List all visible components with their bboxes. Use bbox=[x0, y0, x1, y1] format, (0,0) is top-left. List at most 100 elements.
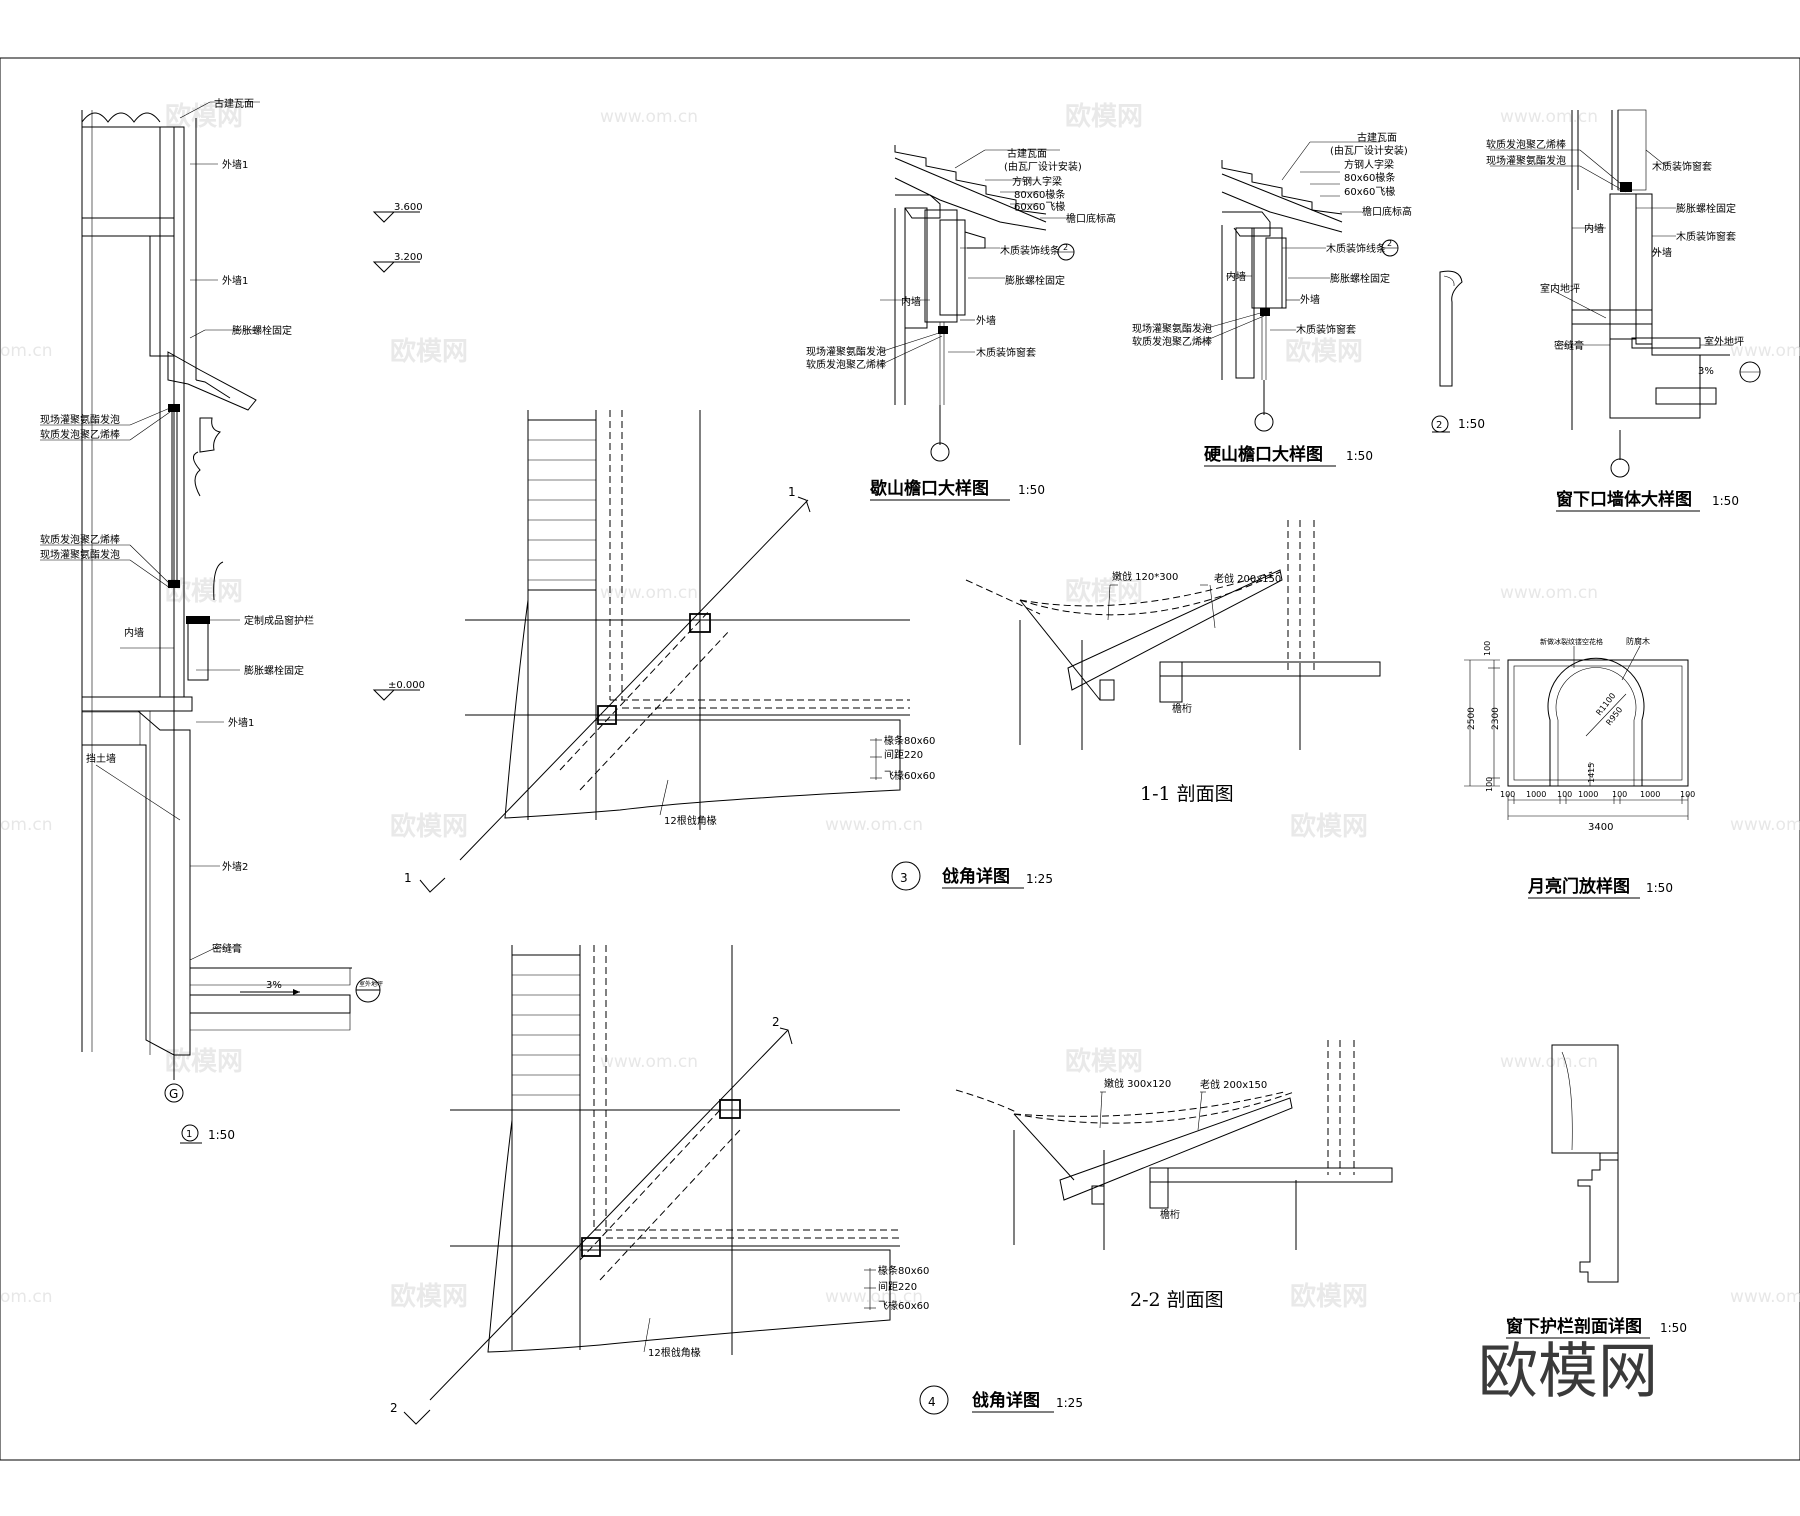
watermark-layer: 欧模网 www.om.cn 欧模网 www.om.cn om.cn 欧模网 欧模… bbox=[0, 101, 1800, 1312]
xieshan-label-foam: 现场灌聚氨酯发泡 bbox=[806, 345, 886, 358]
xieshan-eave-detail: 2 古建瓦面 (由瓦厂设计安装) 方钢人字梁 80x60椽条 60x60飞椽 檐… bbox=[806, 145, 1116, 501]
moon-hdim-2: 100 bbox=[1557, 790, 1572, 799]
corner3-label-flying: 飞椽60x60 bbox=[884, 769, 935, 782]
profile-detail-2: 2 1:50 bbox=[1431, 270, 1485, 433]
moon-label-lattice: 新做冰裂纹镂空花格 bbox=[1540, 637, 1603, 646]
xieshan-label-casing: 木质装饰窗套 bbox=[976, 346, 1036, 359]
corner4-label-count: 12根戗角椽 bbox=[648, 1346, 701, 1359]
wall-label-rod2: 软质发泡聚乙烯棒 bbox=[40, 533, 120, 546]
xieshan-label-beam: 方钢人字梁 bbox=[1012, 175, 1062, 188]
watermark-url: www.om.cn bbox=[1500, 107, 1598, 127]
yingshan-scale: 1:50 bbox=[1346, 449, 1373, 463]
wall-label-guard: 定制成品窗护栏 bbox=[244, 614, 314, 627]
watermark-text: 欧模网 bbox=[1285, 336, 1363, 367]
profile2-scale: 1:50 bbox=[1458, 417, 1485, 431]
corner-detail-4: 2 2 椽条80x60 间距220 飞椽60x60 12根戗角椽 4 戗角详图 … bbox=[390, 945, 1083, 1425]
corner4-title: 戗角详图 bbox=[972, 1390, 1040, 1411]
watermark-url: om.cn bbox=[0, 1287, 53, 1307]
moon-vdim-bottom: 100 bbox=[1485, 777, 1494, 792]
wall-label-tile: 古建瓦面 bbox=[214, 97, 254, 110]
corner4-label-rafter: 椽条80x60 bbox=[878, 1264, 929, 1277]
window-label-rod: 软质发泡聚乙烯棒 bbox=[1486, 138, 1566, 151]
wall-label-bolt: 膨胀螺栓固定 bbox=[232, 324, 292, 337]
watermark-text: 欧模网 bbox=[1065, 576, 1143, 607]
sec11-label-nenqiang: 嫩戗 120*300 bbox=[1112, 570, 1178, 583]
axis-bubble bbox=[164, 1083, 184, 1103]
wall-label-slope: 3% bbox=[266, 980, 282, 991]
wall-label-exterior1c: 外墙1 bbox=[228, 716, 254, 729]
moon-hdim-1: 1000 bbox=[1526, 790, 1546, 799]
corner-detail-3: 1 1 椽条80x60 间距220 飞椽60x60 12根戗角椽 3 戗角详图 … bbox=[404, 410, 1053, 893]
watermark-url: www.om.cn bbox=[1730, 815, 1800, 835]
yingshan-label-foam: 现场灌聚氨酯发泡 bbox=[1132, 322, 1212, 335]
corner3-title: 戗角详图 bbox=[942, 866, 1010, 887]
moon-title: 月亮门放样图 bbox=[1527, 876, 1630, 897]
sec22-title: 2-2 剖面图 bbox=[1130, 1289, 1224, 1311]
watermark-url: www.om.cn bbox=[1730, 1287, 1800, 1307]
watermark-text: 欧模网 bbox=[390, 811, 468, 842]
watermark-text: 欧模网 bbox=[390, 1281, 468, 1312]
yingshan-label-rafter: 80x60椽条 bbox=[1344, 171, 1395, 184]
xieshan-label-exterior: 外墙 bbox=[976, 314, 996, 327]
xieshan-label-tile-note: (由瓦厂设计安装) bbox=[1004, 160, 1082, 173]
yingshan-title: 硬山檐口大样图 bbox=[1204, 444, 1323, 465]
xieshan-label-flying: 60x60飞椽 bbox=[1014, 200, 1065, 213]
xieshan-label-rafter: 80x60椽条 bbox=[1014, 188, 1065, 201]
yingshan-eave-detail: 2 古建瓦面 (由瓦厂设计安装) 方钢人字梁 80x60椽条 60x60飞椽 檐… bbox=[1132, 131, 1412, 467]
yingshan-label-beam: 方钢人字梁 bbox=[1344, 158, 1394, 171]
moon-scale: 1:50 bbox=[1646, 881, 1673, 895]
yingshan-label-interior: 内墙 bbox=[1226, 270, 1246, 283]
moon-hdim-5: 1000 bbox=[1640, 790, 1660, 799]
guard-scale: 1:50 bbox=[1660, 1321, 1687, 1335]
wall-label-foam2: 现场灌聚氨酯发泡 bbox=[40, 548, 120, 561]
window-scale: 1:50 bbox=[1712, 494, 1739, 508]
watermark-url: www.om.cn bbox=[600, 583, 698, 603]
watermark-text: 欧模网 bbox=[1290, 1281, 1368, 1312]
wall-section-detail: G 古建瓦面 外墙1 外墙1 膨胀螺栓固定 现场灌聚氨酯发泡 软质发泡聚乙烯棒 … bbox=[40, 97, 425, 1144]
corner4-number: 4 bbox=[928, 1395, 936, 1409]
window-label-exterior: 外墙 bbox=[1652, 246, 1672, 259]
window-label-slope: 3% bbox=[1698, 366, 1714, 377]
window-wall-detail: 软质发泡聚乙烯棒 现场灌聚氨酯发泡 木质装饰窗套 膨胀螺栓固定 木质装饰窗套 内… bbox=[1486, 109, 1761, 512]
corner3-number: 3 bbox=[900, 871, 908, 885]
sec22-label-purlin: 檐桁 bbox=[1160, 1208, 1180, 1221]
moon-label-wood: 防腐木 bbox=[1626, 636, 1650, 646]
xieshan-label-tile: 古建瓦面 bbox=[1007, 147, 1047, 160]
yingshan-label-rod: 软质发泡聚乙烯棒 bbox=[1132, 335, 1212, 348]
section-2-2: 嫩戗 300x120 老戗 200x150 檐桁 2-2 剖面图 bbox=[955, 1040, 1393, 1311]
window-title: 窗下口墙体大样图 bbox=[1556, 489, 1692, 510]
yingshan-label-trim: 木质装饰线条 bbox=[1326, 242, 1386, 255]
profile2-number: 2 bbox=[1436, 420, 1442, 431]
window-label-bolt: 膨胀螺栓固定 bbox=[1676, 202, 1736, 215]
yingshan-label-tile-note: (由瓦厂设计安装) bbox=[1330, 144, 1408, 157]
xieshan-label-rod: 软质发泡聚乙烯棒 bbox=[806, 358, 886, 371]
sec11-label-laoqiang: 老戗 200x150 bbox=[1214, 572, 1281, 585]
watermark-url: www.om.cn bbox=[600, 107, 698, 127]
corner3-cut-mark: 1 bbox=[788, 485, 796, 499]
corner4-label-flying: 飞椽60x60 bbox=[878, 1299, 929, 1312]
moon-door-detail: R1100 R950 1415 新做冰裂纹镂空花格 防腐木 100 2500 2… bbox=[1464, 636, 1695, 899]
xieshan-scale: 1:50 bbox=[1018, 483, 1045, 497]
axis-label: G bbox=[169, 1087, 178, 1101]
corner4-label-spacing: 间距220 bbox=[878, 1280, 917, 1293]
yingshan-label-eave: 檐口底标高 bbox=[1362, 205, 1412, 218]
watermark-url: www.om.cn bbox=[600, 1052, 698, 1072]
wall-label-retaining: 挡土墙 bbox=[86, 752, 116, 765]
wall-label-sealant: 密缝膏 bbox=[212, 942, 242, 955]
wall-label-exterior1b: 外墙1 bbox=[222, 274, 248, 287]
window-label-casing: 木质装饰窗套 bbox=[1652, 160, 1712, 173]
watermark-url: www.om.cn bbox=[1500, 583, 1598, 603]
yingshan-label-exterior: 外墙 bbox=[1300, 293, 1320, 306]
wall-label-rod: 软质发泡聚乙烯棒 bbox=[40, 428, 120, 441]
sec11-label-purlin: 檐桁 bbox=[1172, 702, 1192, 715]
sec22-label-nenqiang: 嫩戗 300x120 bbox=[1104, 1077, 1171, 1090]
detail1-scale: 1:50 bbox=[208, 1128, 235, 1142]
moon-hdim-0: 100 bbox=[1500, 790, 1515, 799]
corner4-cut-mark-b: 2 bbox=[390, 1401, 398, 1415]
wall-label-foam: 现场灌聚氨酯发泡 bbox=[40, 413, 120, 426]
moon-hdim-total: 3400 bbox=[1588, 822, 1613, 833]
corner3-label-spacing: 间距220 bbox=[884, 748, 923, 761]
moon-label-1415: 1415 bbox=[1587, 763, 1596, 783]
level-3600: 3.600 bbox=[394, 202, 423, 213]
